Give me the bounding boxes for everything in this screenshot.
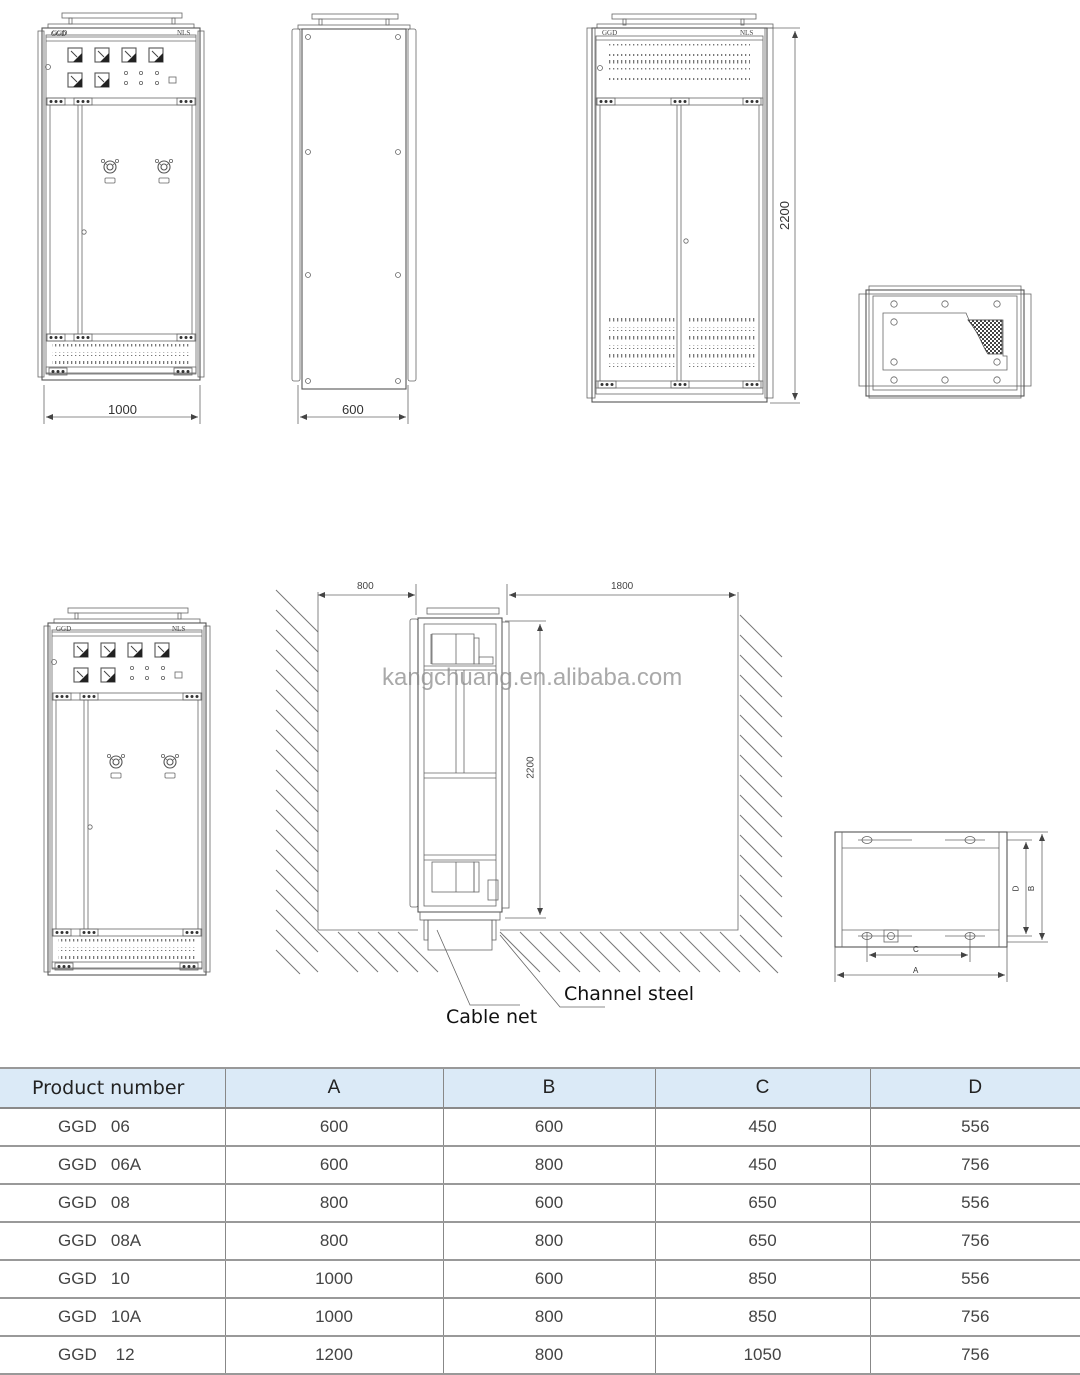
cell-b: 600	[443, 1260, 656, 1299]
cell-d: 556	[870, 1260, 1080, 1299]
cabinet-label-nls: NLS	[740, 29, 754, 37]
cell-d: 756	[870, 1298, 1080, 1337]
table-row: GGD 08A 800 800 650 756	[0, 1222, 1080, 1261]
table-row: GGD 10A 1000 800 850 756	[0, 1298, 1080, 1337]
cell-d: 556	[870, 1184, 1080, 1223]
cell-a: 600	[225, 1108, 444, 1147]
table-row: GGD 08 800 600 650 556	[0, 1184, 1080, 1223]
table-row: GGD 12 1200 800 1050 756	[0, 1336, 1080, 1375]
dim-label-b: B	[1027, 885, 1037, 892]
cell-c: 450	[655, 1108, 871, 1147]
table-row: GGD 06A 600 800 450 756	[0, 1146, 1080, 1185]
cell-c: 850	[655, 1298, 871, 1337]
table-header-row: Product number A B C D	[0, 1067, 1080, 1109]
cell-a: 600	[225, 1146, 444, 1185]
dim-label-c: C	[913, 945, 919, 954]
cell-a: 1000	[225, 1260, 444, 1299]
cell-a: 1200	[225, 1336, 444, 1375]
cell-c: 650	[655, 1222, 871, 1261]
cell-d: 756	[870, 1336, 1080, 1375]
cell-product: GGD 06	[0, 1108, 226, 1147]
cell-product: GGD 12	[0, 1336, 226, 1375]
cabinet-label-ggd: GGD	[56, 625, 72, 633]
cell-d: 556	[870, 1108, 1080, 1147]
dimension-table: Product number A B C D GGD 06 600 600 45…	[0, 1067, 1080, 1375]
cell-c: 1050	[655, 1336, 871, 1375]
cell-product: GGD 08	[0, 1184, 226, 1223]
technical-drawings: GGD	[0, 0, 1048, 1028]
dim-label-a: A	[913, 966, 919, 975]
cell-c: 650	[655, 1184, 871, 1223]
cabinet-label-ggd: GGD	[52, 29, 68, 37]
cell-d: 756	[870, 1222, 1080, 1261]
cell-b: 800	[443, 1222, 656, 1261]
cell-a: 800	[225, 1184, 444, 1223]
cell-a: 800	[225, 1222, 444, 1261]
depth-dimension: 600	[342, 402, 364, 417]
cell-product: GGD 08A	[0, 1222, 226, 1261]
header-product-number: Product number	[0, 1067, 226, 1109]
cell-a: 1000	[225, 1298, 444, 1337]
cabinet-label-nls: NLS	[177, 29, 191, 37]
height-dimension: 2200	[776, 201, 792, 230]
table-row: GGD 06 600 600 450 556	[0, 1108, 1080, 1147]
width-dimension: 1000	[108, 402, 137, 417]
cell-b: 600	[443, 1184, 656, 1223]
cell-product: GGD 10	[0, 1260, 226, 1299]
cell-product: GGD 10A	[0, 1298, 226, 1337]
front-clearance-dimension: 800	[357, 581, 374, 592]
cell-b: 800	[443, 1298, 656, 1337]
installation-height-dimension: 2200	[525, 756, 537, 779]
rear-clearance-dimension: 1800	[611, 581, 634, 592]
table-row: GGD 10 1000 600 850 556	[0, 1260, 1080, 1299]
cell-c: 850	[655, 1260, 871, 1299]
cell-b: 800	[443, 1146, 656, 1185]
header-d: D	[870, 1067, 1080, 1109]
channel-steel-callout: Channel steel	[564, 983, 695, 1005]
header-c: C	[655, 1067, 871, 1109]
cell-product: GGD 06A	[0, 1146, 226, 1185]
cell-d: 756	[870, 1146, 1080, 1185]
header-a: A	[225, 1067, 444, 1109]
header-b: B	[443, 1067, 656, 1109]
dim-label-d: D	[1011, 885, 1021, 892]
cell-b: 800	[443, 1336, 656, 1375]
cell-c: 450	[655, 1146, 871, 1185]
cabinet-label-ggd: GGD	[602, 29, 618, 37]
cell-b: 600	[443, 1108, 656, 1147]
svg-text:GGD: GGD	[51, 30, 66, 38]
cable-net-callout: Cable net	[446, 1006, 538, 1028]
watermark: kangchuang.en.alibaba.com	[382, 664, 683, 691]
cabinet-label-nls: NLS	[172, 625, 186, 633]
